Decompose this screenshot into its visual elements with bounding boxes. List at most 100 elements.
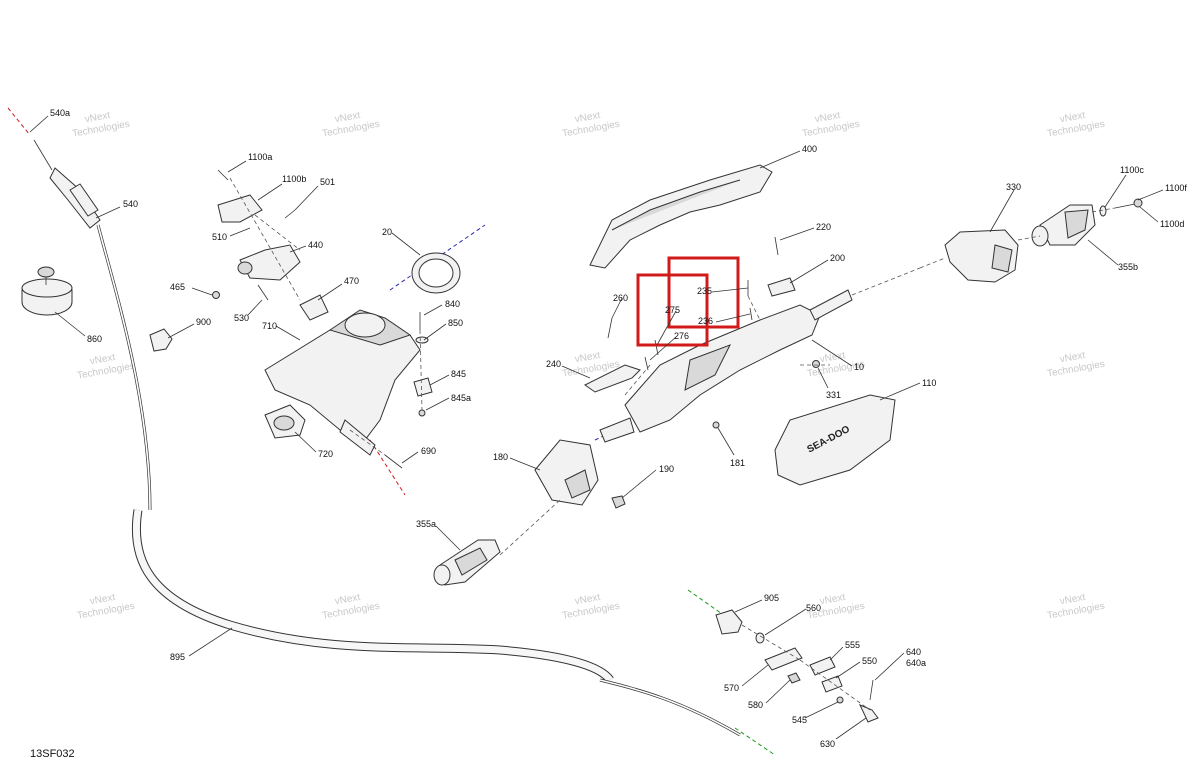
label-181: 181: [730, 458, 745, 468]
label-710: 710: [262, 321, 277, 331]
label-895: 895: [170, 652, 185, 662]
label-355b: 355b: [1118, 262, 1138, 272]
assembly-lines: [229, 177, 1116, 711]
part-1100a-bolt: [217, 169, 229, 181]
part-1100c-washer: [1099, 205, 1107, 217]
svg-text:vNext: vNext: [84, 110, 111, 125]
part-400-cover: [589, 164, 773, 269]
watermark: vNext Technologies: [1046, 110, 1105, 140]
label-440: 440: [308, 240, 323, 250]
label-501: 501: [320, 177, 335, 187]
part-20-ring: [411, 252, 461, 294]
watermark: vNext Technologies: [801, 110, 860, 140]
part-180-housing: [534, 439, 599, 506]
part-220-screw: [774, 236, 779, 256]
part-905-boot: [715, 609, 743, 635]
part-465-nut: [212, 291, 220, 299]
watermark: vNext Technologies: [1046, 592, 1105, 622]
axis-line-green-lower: [734, 727, 776, 756]
label-331: 331: [826, 390, 841, 400]
part-240-lever: [584, 364, 641, 393]
label-190: 190: [659, 464, 674, 474]
svg-text:vNext: vNext: [1059, 110, 1086, 125]
svg-text:vNext: vNext: [814, 110, 841, 125]
label-1100b: 1100b: [282, 174, 306, 184]
part-845-bushing: [413, 377, 433, 397]
svg-text:vNext: vNext: [819, 350, 846, 365]
part-labels: 540a 540 860 1100a 1100b 501 510 440 465…: [50, 108, 1187, 749]
label-1100a: 1100a: [248, 152, 272, 162]
label-630: 630: [820, 739, 835, 749]
label-355a: 355a: [416, 519, 436, 529]
svg-text:vNext: vNext: [574, 110, 601, 125]
watermark: vNext Technologies: [321, 592, 380, 622]
part-900-clip: [149, 328, 173, 352]
label-905: 905: [764, 593, 779, 603]
part-110-pad: SEA-DOO: [774, 394, 896, 486]
part-355a-grip: [433, 539, 501, 586]
label-330: 330: [1006, 182, 1021, 192]
part-355b-grip: [1031, 204, 1096, 247]
label-465: 465: [170, 282, 185, 292]
part-570-fitting: [764, 647, 803, 671]
part-440-arm: [237, 244, 301, 281]
label-900: 900: [196, 317, 211, 327]
reference-code: 13SF032: [30, 748, 75, 760]
part-470-bracket: [299, 294, 329, 321]
label-235: 235: [697, 286, 712, 296]
label-640: 640: [906, 647, 921, 657]
part-200-block: [767, 277, 796, 297]
label-550: 550: [862, 656, 877, 666]
part-236-pin: [749, 307, 753, 321]
watermark: vNext Technologies: [76, 352, 135, 382]
label-860: 860: [87, 334, 102, 344]
watermark: vNext Technologies: [1046, 350, 1105, 380]
label-640a: 640a: [906, 658, 926, 668]
svg-text:vNext: vNext: [574, 592, 601, 607]
watermark: vNext Technologies: [321, 110, 380, 140]
label-1100d: 1100d: [1160, 219, 1184, 229]
label-236: 236: [698, 316, 713, 326]
label-720: 720: [318, 449, 333, 459]
part-10-handlebar: [599, 267, 921, 443]
throttle-cable: [33, 139, 741, 737]
part-331-nut: [812, 360, 820, 368]
part-630-rod-end: [858, 704, 879, 723]
part-845a-nut: [418, 409, 426, 417]
label-20: 20: [382, 227, 392, 237]
axis-line-green: [687, 589, 729, 619]
part-640-bolt: [869, 679, 874, 701]
label-845: 845: [451, 369, 466, 379]
label-580: 580: [748, 700, 763, 710]
part-1100d-cap: [1133, 198, 1143, 208]
part-560-nut: [755, 632, 765, 644]
svg-text:vNext: vNext: [1059, 592, 1086, 607]
part-330-housing: [944, 229, 1019, 283]
svg-text:vNext: vNext: [334, 110, 361, 125]
part-1100f-screw: [1114, 203, 1136, 209]
part-181-nut: [712, 421, 720, 429]
label-276: 276: [674, 331, 689, 341]
part-190-screw: [611, 495, 626, 509]
watermark: vNext Technologies: [71, 110, 130, 140]
label-540: 540: [123, 199, 138, 209]
leader-lines: [29, 115, 1164, 740]
part-550-ferrule: [821, 675, 843, 693]
svg-text:vNext: vNext: [89, 352, 116, 367]
label-560: 560: [806, 603, 821, 613]
label-850: 850: [448, 318, 463, 328]
label-690: 690: [421, 446, 436, 456]
part-501-bolt: [284, 209, 296, 219]
label-240: 240: [546, 359, 561, 369]
label-110: 110: [922, 378, 936, 388]
part-1100b-bracket: [217, 194, 263, 223]
svg-text:vNext: vNext: [819, 592, 846, 607]
label-470: 470: [344, 276, 359, 286]
svg-text:vNext: vNext: [1059, 350, 1086, 365]
label-570: 570: [724, 683, 739, 693]
label-840: 840: [445, 299, 460, 309]
svg-text:vNext: vNext: [574, 350, 601, 365]
label-220: 220: [816, 222, 831, 232]
watermark: vNext Technologies: [76, 592, 135, 622]
